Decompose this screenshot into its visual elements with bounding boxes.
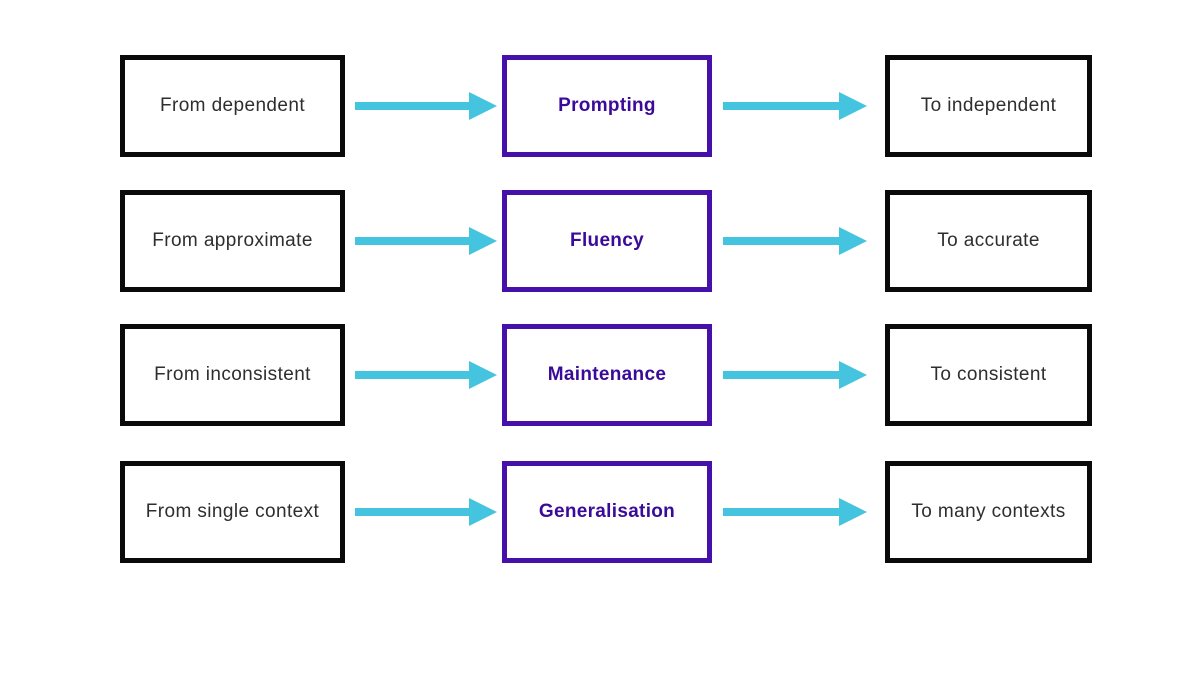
to-box-label: To many contexts [911,501,1066,522]
arrow-right-icon [723,498,867,526]
diagram-row: From dependent Prompting To independent [0,55,1200,157]
diagram-row: From approximate Fluency To accurate [0,190,1200,292]
to-box: To consistent [885,324,1092,426]
arrow-right-icon [355,498,497,526]
process-box-label: Generalisation [538,501,676,522]
to-box-label: To accurate [937,230,1040,251]
arrow-right-icon [355,227,497,255]
from-box: From dependent [120,55,345,157]
process-box-label: Fluency [570,230,644,251]
arrow-right-icon [355,361,497,389]
arrow-right-icon [723,361,867,389]
from-box: From approximate [120,190,345,292]
process-box: Generalisation [502,461,712,563]
to-box: To accurate [885,190,1092,292]
to-box-label: To independent [920,95,1057,116]
process-box: Fluency [502,190,712,292]
to-box: To many contexts [885,461,1092,563]
process-box: Maintenance [502,324,712,426]
arrow-right-icon [723,92,867,120]
from-box-label: From inconsistent [154,364,311,385]
from-box-label: From dependent [159,95,306,116]
process-box-label: Prompting [558,95,656,116]
arrow-right-icon [723,227,867,255]
diagram-row: From single context Generalisation To ma… [0,461,1200,563]
from-box: From single context [120,461,345,563]
process-box: Prompting [502,55,712,157]
from-box-label: From approximate [152,230,313,251]
diagram-row: From inconsistent Maintenance To consist… [0,324,1200,426]
to-box-label: To consistent [930,364,1047,385]
from-box: From inconsistent [120,324,345,426]
process-box-label: Maintenance [547,364,667,385]
arrow-right-icon [355,92,497,120]
from-box-label: From single context [145,501,320,522]
to-box: To independent [885,55,1092,157]
